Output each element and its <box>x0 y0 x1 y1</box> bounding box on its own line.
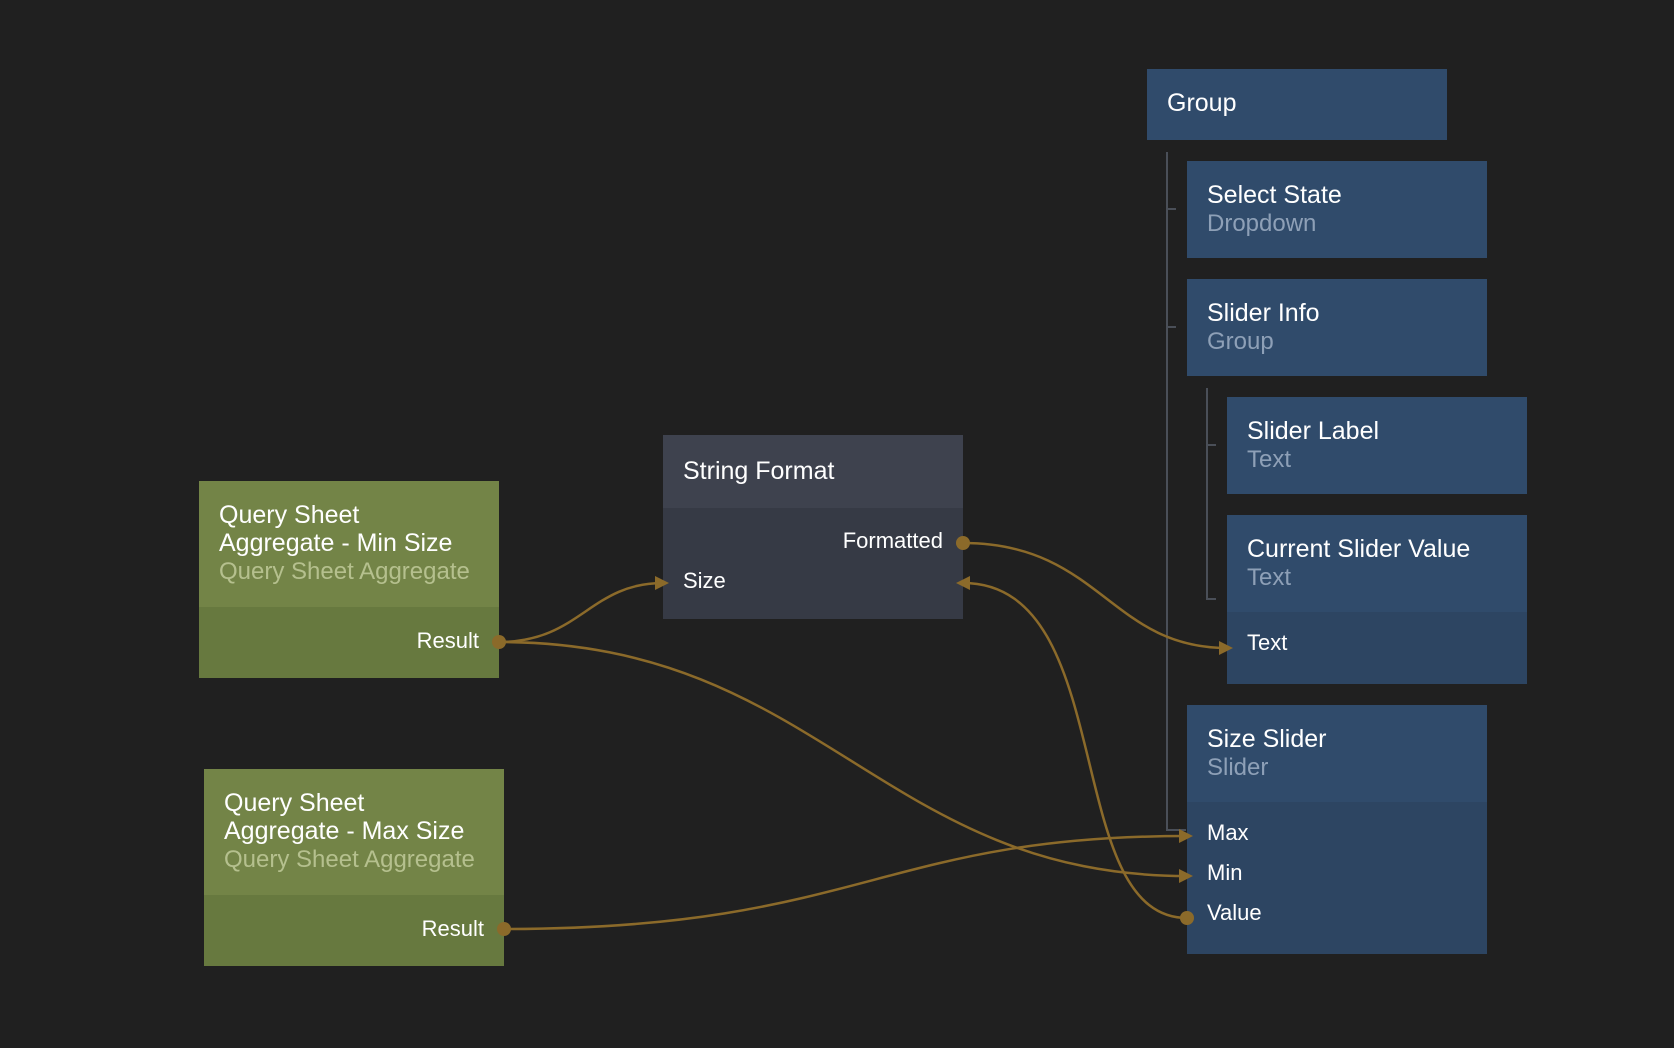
port-min[interactable]: Min <box>1207 860 1243 885</box>
node-slider-info[interactable]: Slider Info Group <box>1187 279 1487 376</box>
hierarchy-tick-slider-info <box>1166 326 1176 328</box>
node-type: Dropdown <box>1207 210 1317 237</box>
node-title: Slider Label <box>1247 417 1380 445</box>
port-text[interactable]: Text <box>1247 630 1288 655</box>
node-current-slider-value[interactable]: Current Slider Value Text Text <box>1227 515 1527 684</box>
node-title: String Format <box>683 457 835 485</box>
hierarchy-tick-slider-label <box>1206 444 1216 446</box>
node-title: Group <box>1167 89 1237 117</box>
node-type: Text <box>1247 564 1292 591</box>
node-type: Query Sheet Aggregate <box>219 558 470 585</box>
port-max[interactable]: Max <box>1207 820 1249 845</box>
node-type: Group <box>1207 328 1274 355</box>
port-value[interactable]: Value <box>1207 900 1262 925</box>
port-result[interactable]: Result <box>416 628 479 653</box>
node-string-format[interactable]: String Format Formatted Size <box>663 435 963 619</box>
node-type: Slider <box>1207 754 1269 781</box>
node-title: Size Slider <box>1207 725 1327 753</box>
port-formatted[interactable]: Formatted <box>842 528 943 553</box>
node-query-min-size[interactable]: Query Sheet Aggregate - Min Size Query S… <box>199 481 499 678</box>
hierarchy-tick-size-slider <box>1166 829 1186 831</box>
node-title-line2: Aggregate - Min Size <box>219 529 453 557</box>
node-size-slider[interactable]: Size Slider Slider Max Min Value <box>1187 705 1487 954</box>
hierarchy-tick-select-state <box>1166 208 1176 210</box>
node-title-line2: Aggregate - Max Size <box>224 817 465 845</box>
node-title: Select State <box>1207 181 1342 209</box>
node-title: Current Slider Value <box>1247 535 1471 563</box>
node-type: Text <box>1247 446 1292 473</box>
node-title: Slider Info <box>1207 299 1320 327</box>
hierarchy-line-group <box>1166 152 1168 830</box>
node-type: Query Sheet Aggregate <box>224 846 475 873</box>
hierarchy-tick-current-slider-value <box>1206 598 1216 600</box>
node-select-state[interactable]: Select State Dropdown <box>1187 161 1487 258</box>
node-title-line1: Query Sheet <box>224 789 365 817</box>
node-slider-label[interactable]: Slider Label Text <box>1227 397 1527 494</box>
hierarchy-line-slider-info <box>1206 388 1208 600</box>
node-query-max-size[interactable]: Query Sheet Aggregate - Max Size Query S… <box>204 769 504 966</box>
node-title-line1: Query Sheet <box>219 501 360 529</box>
port-size[interactable]: Size <box>683 568 726 593</box>
port-result[interactable]: Result <box>421 916 484 941</box>
node-group[interactable]: Group <box>1147 69 1447 140</box>
